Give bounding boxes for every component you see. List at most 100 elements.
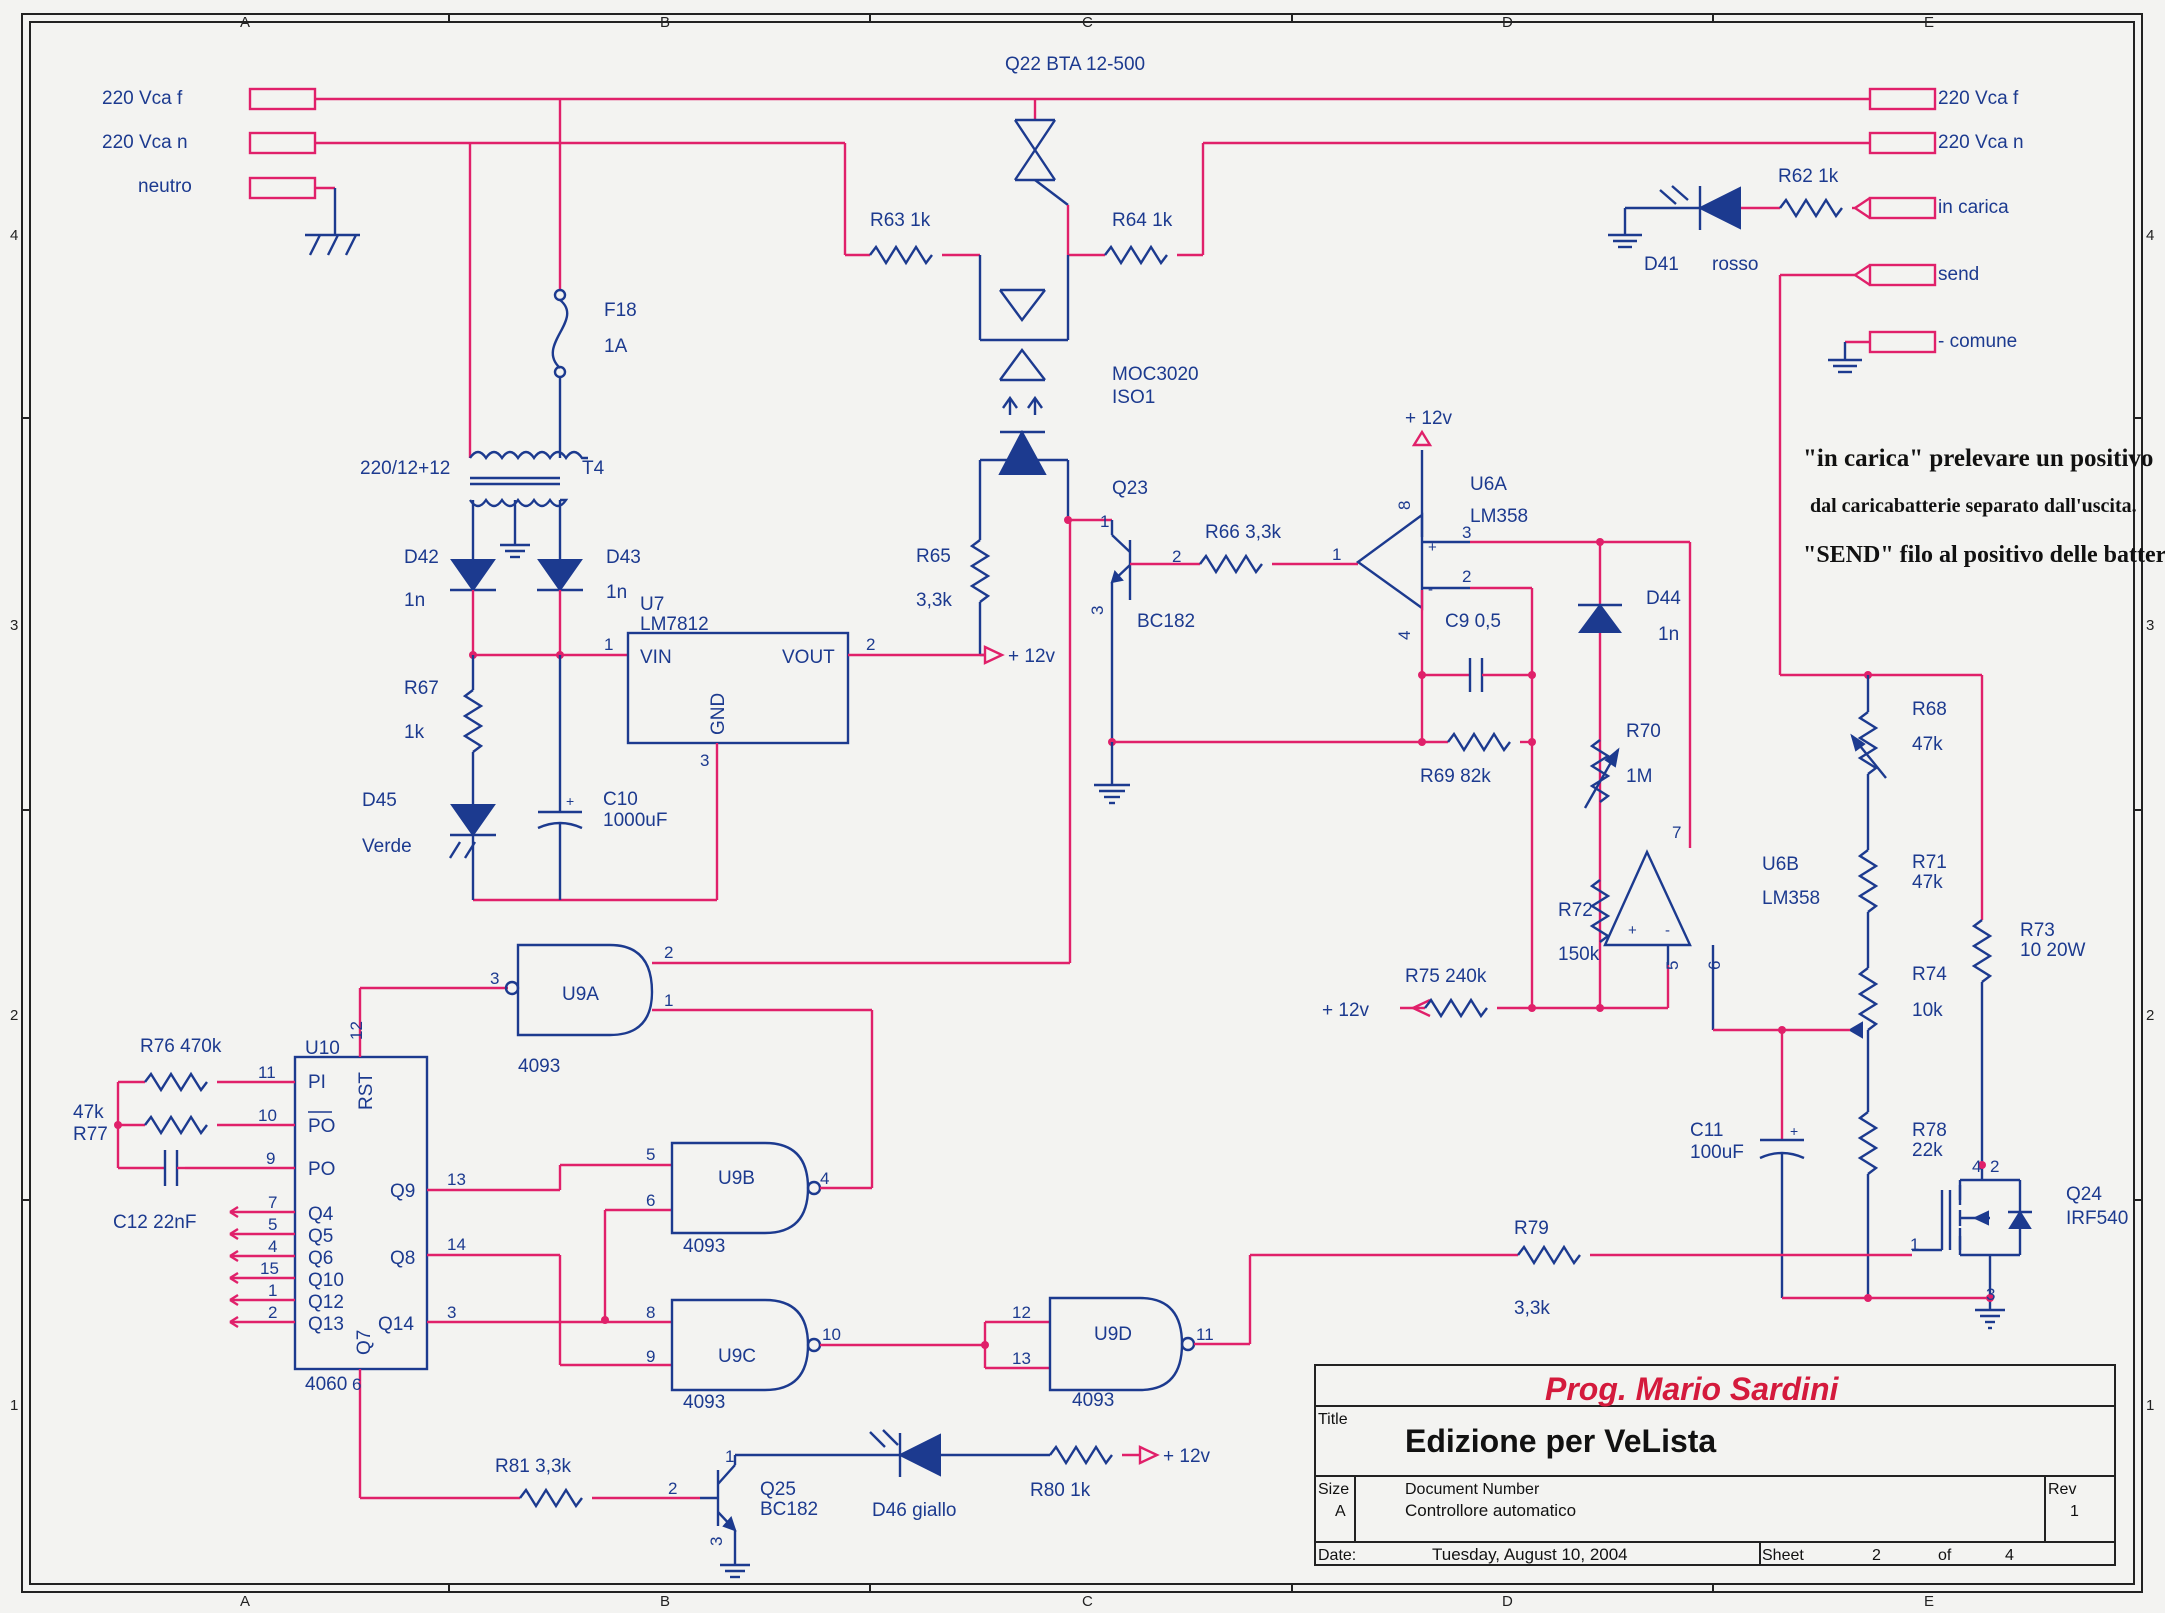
junction xyxy=(114,1121,122,1129)
label-d43-value: 1n xyxy=(606,582,627,603)
resistor-r81 xyxy=(519,1487,583,1509)
mains-connectors xyxy=(248,87,1937,256)
col-e-bottom: E xyxy=(1924,1593,1934,1608)
vcc-arrow xyxy=(1138,1445,1160,1465)
nand-u9c xyxy=(670,1298,822,1392)
label-po: PO xyxy=(308,1159,335,1180)
pin-u9b-6: 6 xyxy=(646,1191,655,1210)
label-r72-value: 150k xyxy=(1558,944,1600,965)
label-r67-value: 1k xyxy=(404,722,425,743)
pin-q24-1: 1 xyxy=(1910,1235,1919,1254)
label-neutro: neutro xyxy=(138,176,192,197)
pin-u10-12: 12 xyxy=(347,1021,366,1040)
resistor-r75 xyxy=(1424,997,1488,1019)
resistor-r77 xyxy=(118,1114,270,1136)
pin-u10-4: 4 xyxy=(268,1237,277,1256)
ground-symbol xyxy=(1094,742,1130,805)
doc-number-label: Document Number xyxy=(1405,1481,1540,1498)
diode-d43 xyxy=(537,559,583,655)
svg-text:-: - xyxy=(1428,581,1433,598)
row-1-left: 1 xyxy=(10,1397,18,1414)
note-line-2: dal caricabatterie separato dall'uscita. xyxy=(1810,495,2137,517)
resistor-r65 xyxy=(969,500,991,657)
label-bc182-b: BC182 xyxy=(760,1499,818,1520)
of-label: of xyxy=(1938,1547,1952,1564)
resistor-r66 xyxy=(1199,553,1358,575)
pin-u10-15: 15 xyxy=(260,1259,279,1278)
outer-frame xyxy=(21,13,2143,1593)
label-r72: R72 xyxy=(1558,900,1593,921)
label-r68: R68 xyxy=(1912,699,1947,720)
label-12v-a: + 12v xyxy=(1008,646,1056,667)
pin-u10-11: 11 xyxy=(258,1063,276,1082)
u10-left-pins xyxy=(185,1080,295,1329)
label-d41: D41 xyxy=(1644,254,1679,275)
col-b-bottom: B xyxy=(660,1593,670,1608)
svg-text:-: - xyxy=(1665,922,1670,939)
optotriac-moc3020 xyxy=(978,255,1070,520)
row-1-right: 1 xyxy=(2146,1397,2154,1414)
grid-ticks xyxy=(22,14,2142,1592)
label-rst: RST xyxy=(356,1072,377,1110)
label-r75: R75 240k xyxy=(1405,966,1487,987)
date-label: Date: xyxy=(1318,1547,1356,1564)
pin-u9d-11: 11 xyxy=(1196,1325,1214,1344)
resistor-r67 xyxy=(462,655,484,805)
label-moc3020: MOC3020 xyxy=(1112,364,1199,385)
label-r62: R62 1k xyxy=(1778,166,1839,187)
pin-u10-1: 1 xyxy=(268,1281,277,1300)
svg-text:+: + xyxy=(566,793,574,809)
led-d46 xyxy=(869,1429,1050,1477)
label-q23: Q23 xyxy=(1112,478,1148,499)
col-c-top: C xyxy=(1082,14,1093,31)
grid-labels: A B C D E A B C D E 4 3 2 1 4 3 2 1 xyxy=(10,14,2154,1610)
label-d42-value: 1n xyxy=(404,590,425,611)
diode-d44 xyxy=(1578,603,1622,633)
label-4093-a: 4093 xyxy=(518,1056,560,1077)
pin-u10-6: 6 xyxy=(352,1375,361,1394)
label-r77: R77 xyxy=(73,1124,108,1145)
pin-q23-2: 2 xyxy=(1172,547,1181,566)
pin-u6a-1: 1 xyxy=(1332,545,1341,564)
label-r78: R78 xyxy=(1912,1120,1947,1141)
label-comune: - comune xyxy=(1938,331,2017,352)
resistor-r79 xyxy=(1517,1244,1581,1266)
row-4-right: 4 xyxy=(2146,227,2154,244)
diode-d42 xyxy=(450,559,496,655)
junction xyxy=(1986,1294,1994,1302)
label-q10: Q10 xyxy=(308,1270,344,1291)
label-q22: Q22 BTA 12-500 xyxy=(1005,54,1145,75)
label-q5: Q5 xyxy=(308,1226,333,1247)
col-b-top: B xyxy=(660,14,670,31)
label-c12: C12 22nF xyxy=(113,1212,196,1233)
transformer-t4 xyxy=(468,143,588,560)
pin-u9c-10: 10 xyxy=(822,1325,841,1344)
label-r70-value: 1M xyxy=(1626,766,1652,787)
row-3-right: 3 xyxy=(2146,617,2154,634)
capacitor-c10: + xyxy=(537,655,583,900)
capacitor-c11: + xyxy=(1759,1030,1805,1298)
opamp-u6b: + - xyxy=(1603,849,1715,1030)
label-u9a: U9A xyxy=(562,984,599,1005)
resistor-r78 xyxy=(1857,1111,1879,1298)
label-r81: R81 3,3k xyxy=(495,1456,572,1477)
junction xyxy=(1864,1294,1872,1302)
pin-u10-3: 3 xyxy=(447,1303,456,1322)
label-r70: R70 xyxy=(1626,721,1661,742)
label-r73-value: 10 20W xyxy=(2020,940,2086,961)
label-q24-value: IRF540 xyxy=(2066,1208,2128,1229)
pin-u10-5: 5 xyxy=(268,1215,277,1234)
title-block xyxy=(1314,1364,2116,1566)
label-q8: Q8 xyxy=(390,1248,415,1269)
pin-u9a-2: 2 xyxy=(664,943,673,962)
row-2-right: 2 xyxy=(2146,1007,2154,1024)
label-4093-c: 4093 xyxy=(683,1392,725,1413)
pin-u6a-4: 4 xyxy=(1395,631,1414,640)
pin-u9a-3: 3 xyxy=(490,969,499,988)
label-r73: R73 xyxy=(2020,920,2055,941)
col-e-top: E xyxy=(1924,14,1934,31)
resistor-r73 xyxy=(1971,675,1993,1165)
fuse-f18 xyxy=(551,99,569,458)
junction xyxy=(1528,738,1536,746)
